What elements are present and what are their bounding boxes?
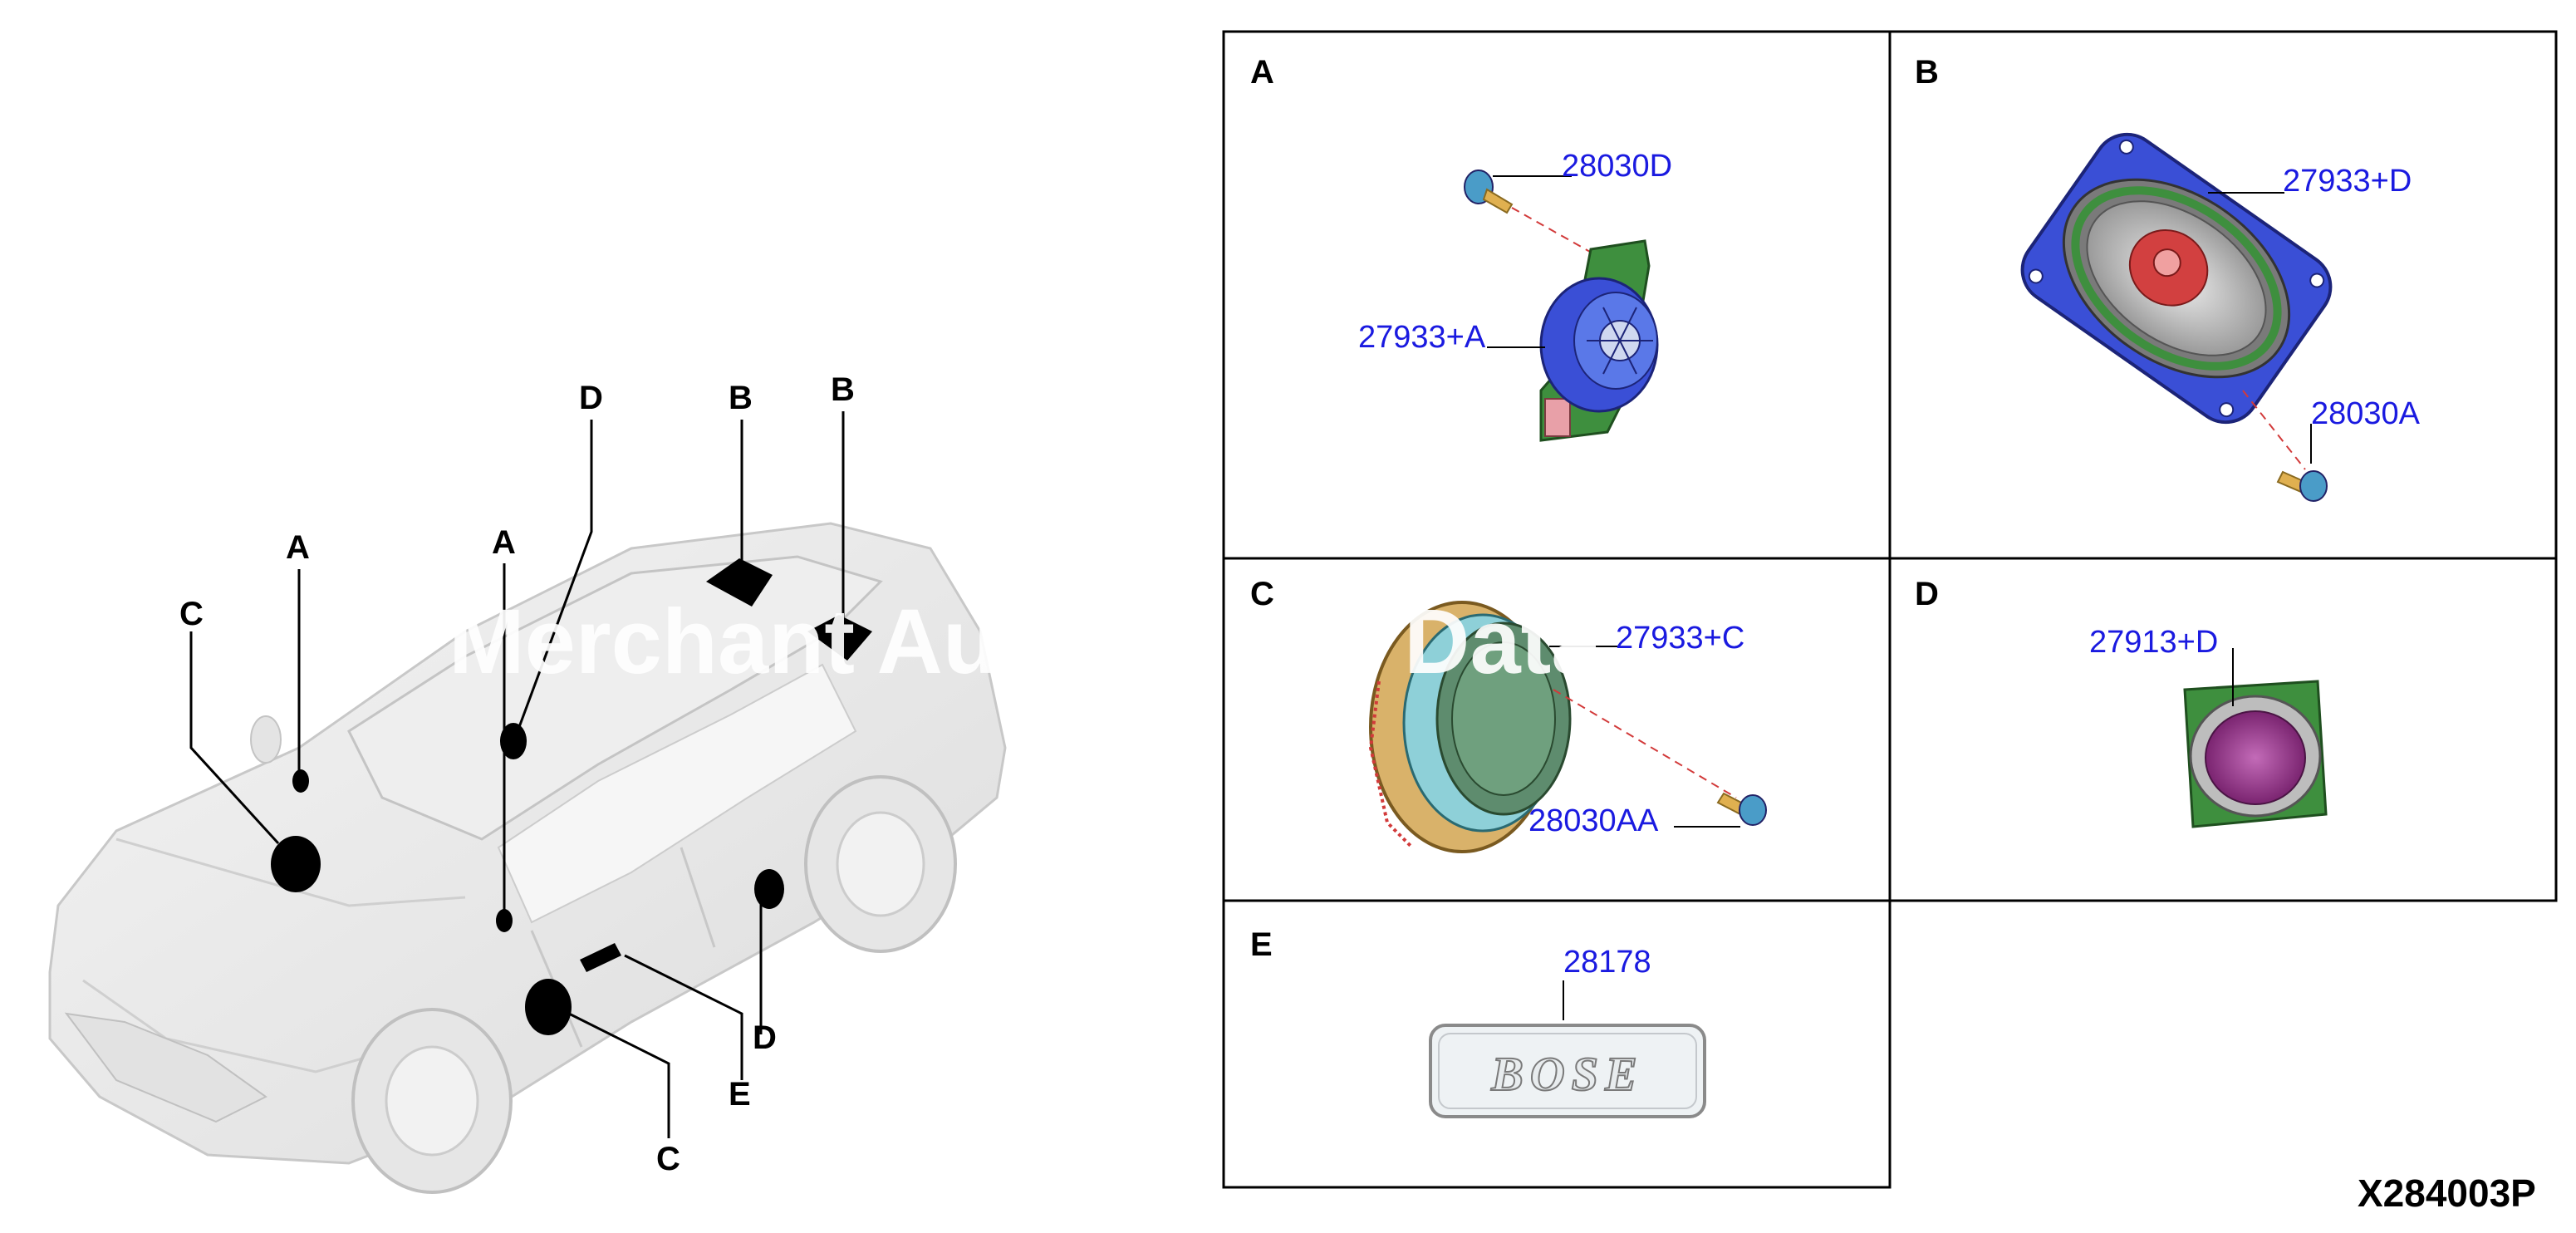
leader-dashed-c (1553, 689, 1737, 798)
car-callout-b-right: B (831, 371, 855, 408)
woofer-b (2020, 132, 2333, 425)
part-number-27933-a: 27933+A (1358, 320, 1486, 355)
part-number-27933-d: 27933+D (2283, 164, 2412, 199)
car-illustration (48, 522, 1007, 1194)
speaker-d-rear-door (754, 869, 784, 909)
watermark-text: Merchant Auto (449, 591, 1085, 693)
part-number-27913-d: 27913+D (2089, 625, 2218, 660)
part-number-28178: 28178 (1563, 945, 1651, 980)
speaker-a-mid-tweeter (496, 909, 513, 932)
screw-28030a (2276, 470, 2328, 502)
part-number-28030aa: 28030AA (1528, 803, 1659, 838)
bose-badge: BOSE (1429, 1024, 1706, 1118)
screw-28030d (1464, 169, 1514, 214)
cell-a-letter: A (1250, 54, 1274, 91)
cell-c: C 27933+C 28030AA (1250, 576, 1767, 853)
leader-dashed-b (2242, 390, 2306, 470)
speaker-e-badge (580, 943, 621, 972)
bose-badge-text: BOSE (1490, 1047, 1644, 1101)
car-callout-letters: C A A D B B D E C (179, 371, 855, 1177)
cell-b-letter: B (1915, 54, 1939, 91)
door-speaker-c (1368, 601, 1572, 853)
car-leader-lines (189, 411, 845, 1138)
car-callout-e: E (729, 1076, 751, 1113)
diagram-code: X284003P (2358, 1172, 2536, 1215)
car-callout-d-rear: D (753, 1019, 777, 1056)
watermark: Merchant Auto Data (449, 591, 1602, 693)
part-number-28030d: 28030D (1562, 149, 1672, 184)
car-callout-a-mid: A (492, 524, 516, 561)
cell-d-letter: D (1915, 576, 1939, 612)
speaker-c-front-door (525, 979, 572, 1035)
cell-e-letter: E (1250, 926, 1273, 963)
cell-a: A 28030D 27933+A (1250, 54, 1672, 442)
speaker-c-front-dash (271, 836, 321, 892)
car-callout-a-left: A (286, 529, 310, 566)
tweeter-d (2183, 680, 2328, 828)
car-speaker-markers (271, 558, 872, 1035)
car-callout-c-front: C (179, 596, 204, 632)
part-number-27933-c: 27933+C (1616, 621, 1744, 656)
cell-d-frame (1888, 557, 2558, 902)
cell-e-frame (1222, 899, 1892, 1189)
car-callout-d-top: D (579, 380, 603, 416)
watermark-text-tail: Data (1404, 591, 1602, 693)
part-number-28030a: 28030A (2311, 396, 2421, 431)
cell-a-frame (1222, 30, 1892, 560)
speaker-a-left-tweeter (292, 769, 309, 793)
cell-d: D 27913+D (1915, 576, 2328, 828)
car-callout-b-left: B (729, 380, 753, 416)
leader-dashed-a (1511, 207, 1604, 260)
speaker-b-roof-right (807, 615, 872, 661)
cell-c-letter: C (1250, 576, 1274, 612)
screw-28030aa (1716, 792, 1767, 826)
cell-b: B 27933+D 28030A (1915, 54, 2421, 502)
cell-e: E BOSE 28178 (1250, 926, 1706, 1118)
speaker-b-roof-left (706, 558, 773, 607)
car-callout-c-door: C (656, 1141, 680, 1177)
parts-grid (1222, 30, 2558, 1189)
speaker-d-pillar (500, 723, 527, 759)
